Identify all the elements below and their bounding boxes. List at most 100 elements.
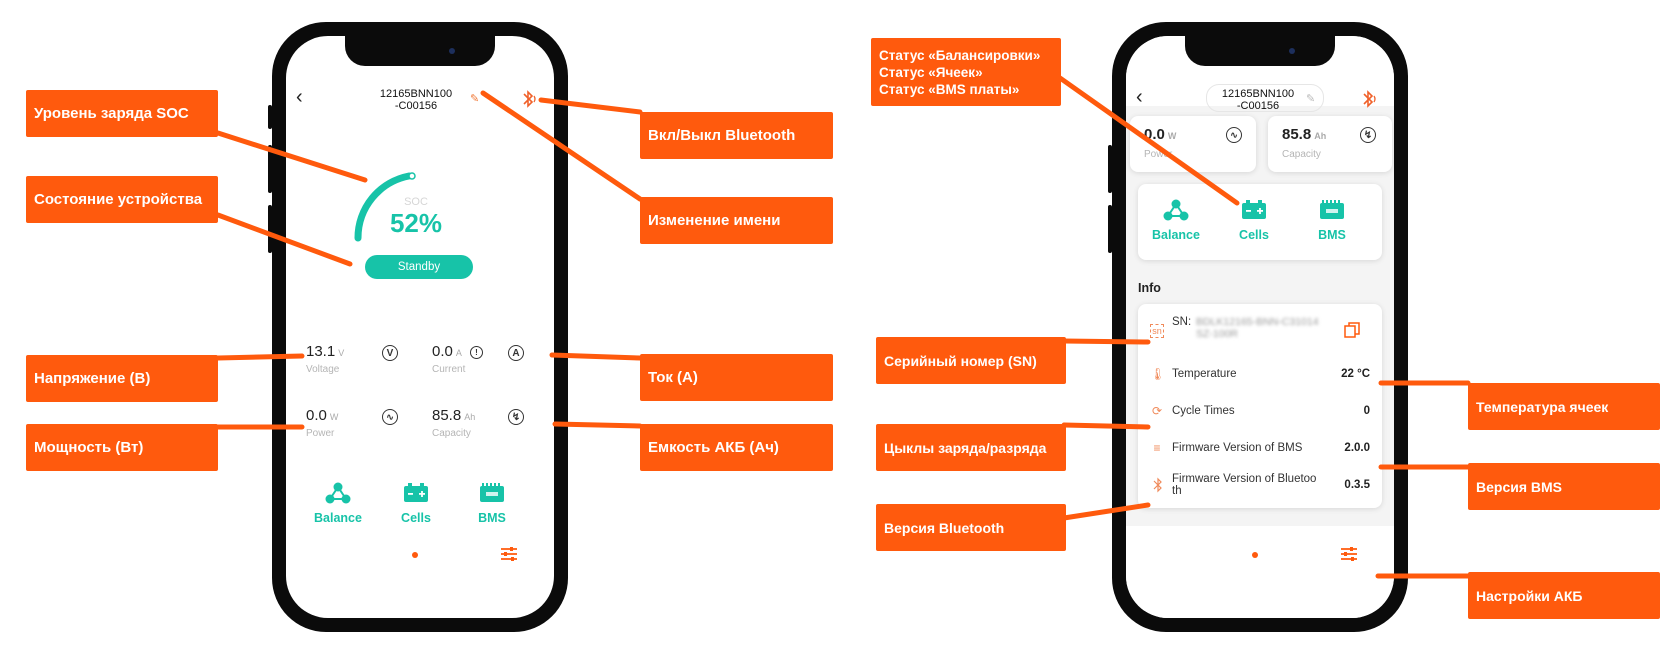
cells-button-right[interactable]: Cells: [1239, 228, 1269, 242]
voltage-icon-glyph: V: [386, 347, 394, 359]
bt-firmware-label-line2: th: [1172, 485, 1182, 497]
status-buttons-card: Balance Cells BMS: [1138, 184, 1382, 260]
callout-cell-temperature: Температура ячеек: [1468, 383, 1660, 430]
callout-serial: Серийный номер (SN): [876, 337, 1066, 384]
bms-button[interactable]: BMS: [478, 511, 506, 525]
thermometer-icon: 🌡: [1150, 367, 1166, 381]
voltage-icon: V: [382, 345, 398, 361]
capacity-card-number: 85.8: [1282, 126, 1312, 143]
cells-button[interactable]: Cells: [401, 511, 431, 525]
bms-board-icon[interactable]: [478, 482, 506, 504]
voltage-label: Voltage: [306, 364, 340, 375]
battery-cells-icon[interactable]: [402, 482, 430, 504]
bluetooth-icon[interactable]: [520, 89, 538, 109]
info-title: Info: [1138, 281, 1161, 295]
settings-sliders-icon[interactable]: [500, 546, 518, 562]
callout-settings: Настройки АКБ: [1468, 572, 1660, 619]
callout-status: Статус «Балансировки» Статус «Ячеек» Ста…: [871, 38, 1061, 106]
camera-right: [1289, 48, 1295, 54]
capacity-card-label: Capacity: [1282, 149, 1321, 160]
bluetooth-icon-right[interactable]: [1360, 89, 1378, 109]
power-unit: W: [329, 412, 339, 422]
capacity-unit: Ah: [464, 412, 476, 422]
power-card-label: Power: [1144, 149, 1173, 160]
callout-cycles: Цыклы заряда/разряда: [876, 424, 1066, 471]
settings-sliders-icon-right[interactable]: [1340, 546, 1358, 562]
sn-value-line1: BDLK12165-BNN-C31014: [1196, 316, 1319, 328]
status-badge: Standby: [365, 255, 473, 279]
bms-firmware-value: 2.0.0: [1344, 442, 1370, 454]
pulse-icon: ∿: [382, 409, 398, 425]
battery-cells-icon-right[interactable]: [1240, 199, 1268, 221]
power-label: Power: [306, 428, 335, 439]
soc-value: 52%: [366, 208, 466, 239]
page-indicator-dot: [412, 552, 418, 558]
page-indicator-dot-right: [1252, 552, 1258, 558]
callout-capacity: Емкость АКБ (Ач): [640, 424, 833, 471]
mute-switch: [268, 105, 272, 129]
balance-icon-right[interactable]: [1162, 198, 1190, 222]
bms-board-icon-right[interactable]: [1318, 199, 1346, 221]
temperature-label: Temperature: [1172, 368, 1237, 380]
bt-firmware-value: 0.3.5: [1344, 479, 1370, 491]
balance-button[interactable]: Balance: [314, 511, 362, 525]
callout-status-line2: Статус «Ячеек»: [879, 64, 983, 80]
device-name: 12165BNN100 -C00156: [356, 88, 476, 112]
info-card: sn SN: BDLK12165-BNN-C31014 SZ-100R 🌡 Te…: [1138, 304, 1382, 508]
callout-soc: Уровень заряда SOC: [26, 90, 218, 137]
capacity-label: Capacity: [432, 428, 471, 439]
callout-rename: Изменение имени: [640, 197, 833, 244]
capacity-number: 85.8: [432, 407, 462, 424]
sn-value-line2: SZ-100R: [1196, 328, 1239, 340]
bms-button-right[interactable]: BMS: [1318, 228, 1346, 242]
sn-icon: sn: [1150, 324, 1164, 338]
callout-voltage: Напряжение (В): [26, 355, 218, 402]
device-name-right-line1: 12165BNN100: [1221, 88, 1295, 100]
balance-button-right[interactable]: Balance: [1152, 228, 1200, 242]
pulse-icon-right: ∿: [1226, 127, 1242, 143]
current-unit: A: [455, 348, 462, 358]
bluetooth-small-icon: [1153, 477, 1162, 493]
device-name-right: 12165BNN100 -C00156: [1208, 88, 1308, 112]
screen-main: ‹ 12165BNN100 -C00156 ✎ SOC 52% Standby …: [286, 36, 554, 618]
current-icon-glyph: A: [512, 347, 520, 359]
volume-down-button-right: [1108, 205, 1112, 253]
callout-bms-version: Версия BMS: [1468, 463, 1660, 510]
back-icon-right[interactable]: ‹: [1136, 86, 1143, 108]
current-number: 0.0: [432, 343, 453, 360]
info-icon[interactable]: !: [470, 346, 483, 359]
callout-power: Мощность (Вт): [26, 424, 218, 471]
soc-label: SOC: [404, 196, 428, 208]
bottom-bar: [1126, 526, 1394, 618]
callout-bt-version: Версия Bluetooth: [876, 504, 1066, 551]
sn-label: SN:: [1172, 316, 1192, 328]
callout-status-line1: Статус «Балансировки»: [879, 47, 1041, 63]
edit-name-icon-right[interactable]: ✎: [1306, 93, 1316, 105]
phone-notch: [345, 36, 495, 66]
power-number: 0.0: [306, 407, 327, 424]
bolt-icon: ↯: [508, 409, 524, 425]
device-name-line1: 12165BNN100: [379, 88, 453, 100]
device-name-line2: -C00156: [394, 100, 438, 112]
copy-icon[interactable]: [1344, 322, 1360, 338]
edit-name-icon[interactable]: ✎: [470, 93, 480, 105]
voltage-number: 13.1: [306, 343, 336, 360]
callout-status-line3: Статус «BMS платы»: [879, 81, 1020, 97]
bt-firmware-label-line1: Firmware Version of Bluetoo: [1172, 473, 1317, 485]
balance-icon[interactable]: [324, 481, 352, 505]
soc-gauge: [354, 172, 416, 242]
cycle-times-label: Cycle Times: [1172, 405, 1235, 417]
bt-firmware-label: Firmware Version of Bluetoo th: [1172, 473, 1316, 497]
device-name-right-line2: -C00156: [1236, 100, 1280, 112]
phone-notch-right: [1185, 36, 1335, 66]
back-icon[interactable]: ‹: [296, 86, 303, 108]
